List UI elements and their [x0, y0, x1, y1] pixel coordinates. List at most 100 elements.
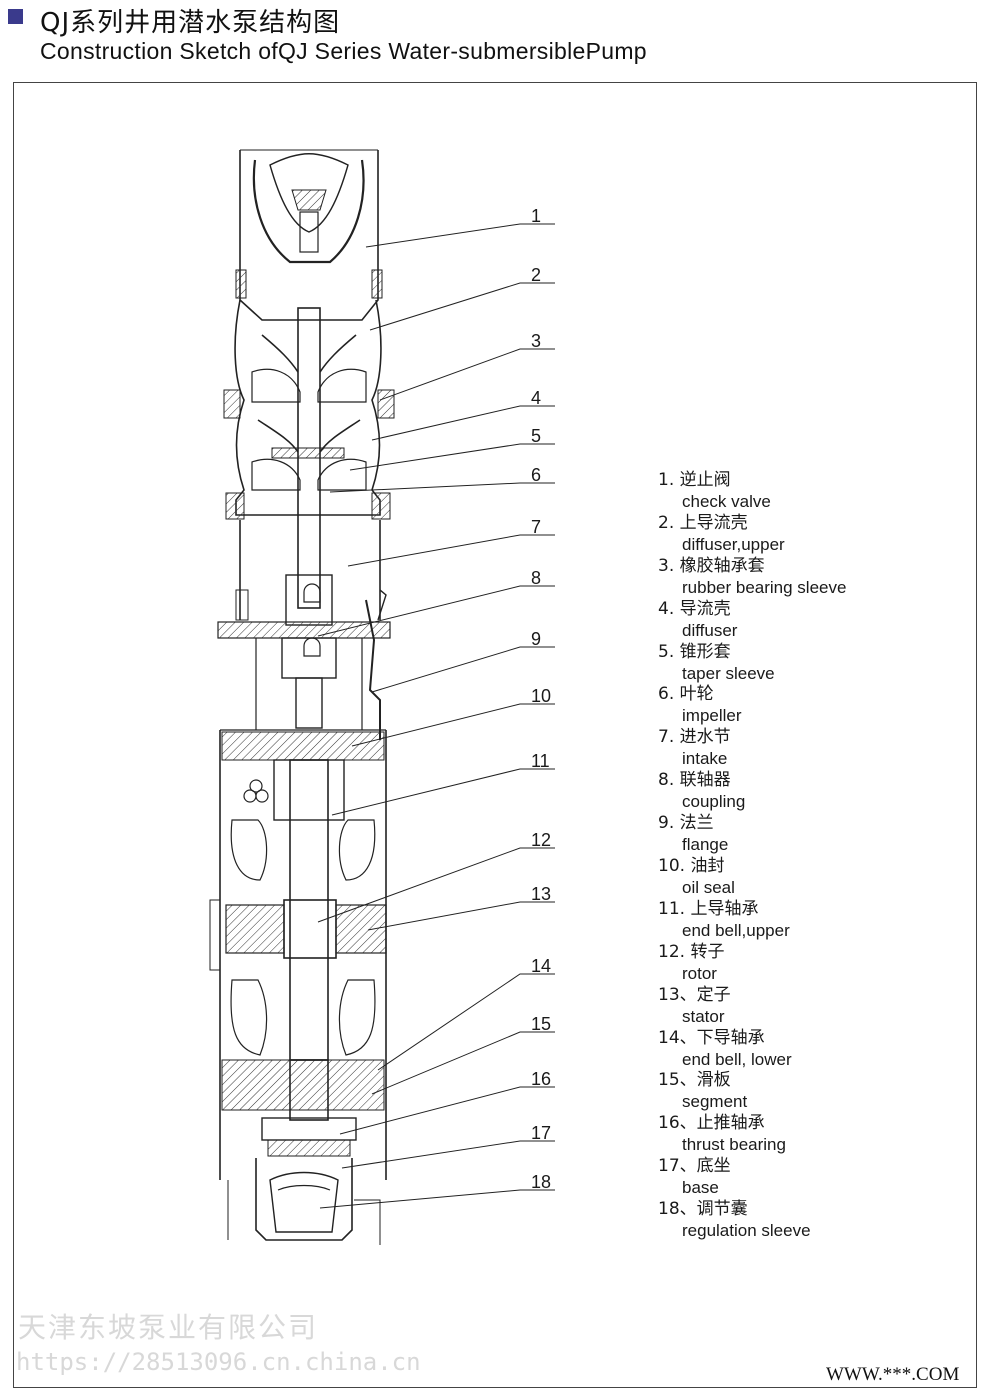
leader-line-3 [379, 348, 555, 401]
motor-housing-part [209, 729, 387, 1180]
legend-cn: 12. 转子 [658, 941, 725, 962]
callout-13: 13 [531, 884, 552, 904]
legend-en: end bell,upper [682, 920, 790, 940]
coupling-flange-part [217, 599, 391, 740]
callout-9: 9 [531, 629, 542, 649]
legend-cn: 1. 逆止阀 [658, 470, 731, 490]
legend-en: rubber bearing sleeve [682, 577, 847, 597]
legend-cn: 7. 进水节 [658, 727, 731, 748]
drawing-frame [13, 82, 977, 1388]
legend-cn: 14、下导轴承 [658, 1027, 765, 1048]
watermark-url: https://28513096.cn.china.cn [16, 1348, 421, 1376]
leader-line-4 [371, 405, 555, 441]
legend-cn: 17、底坐 [658, 1156, 731, 1177]
legend-en: thrust bearing [682, 1135, 786, 1155]
leader-line-9 [371, 646, 555, 693]
legend-en: coupling [682, 792, 746, 812]
base-part [227, 1158, 381, 1245]
leader-line-14 [377, 973, 555, 1071]
legend-en: end bell, lower [682, 1049, 792, 1069]
leader-line-16 [339, 1086, 555, 1135]
leader-line-13 [367, 901, 555, 931]
leader-line-2 [369, 282, 555, 331]
page-subtitle: Construction Sketch ofQJ Series Water-su… [40, 38, 647, 64]
callout-1: 1 [531, 206, 542, 226]
callout-14: 14 [531, 956, 552, 976]
legend-cn: 2. 上导流壳 [658, 512, 748, 533]
legend-cn: 13、定子 [658, 984, 731, 1005]
legend-cn: 11. 上导轴承 [658, 898, 759, 919]
callout-18: 18 [531, 1172, 552, 1192]
legend-en: diffuser [682, 620, 738, 640]
diffuser-stages-part [223, 299, 395, 520]
legend-en: impeller [682, 706, 742, 726]
lower-bearing-part [221, 1059, 385, 1157]
leader-line-6 [329, 482, 555, 493]
leader-line-5 [349, 443, 555, 471]
callout-4: 4 [531, 388, 542, 408]
legend-en: taper sleeve [682, 663, 775, 683]
callout-17: 17 [531, 1123, 552, 1143]
leader-line-18 [319, 1189, 555, 1209]
legend-cn: 10. 油封 [658, 856, 725, 877]
pump-shaft-part [297, 307, 321, 609]
callout-11: 11 [531, 751, 550, 771]
legend-cn: 16、止推轴承 [658, 1113, 765, 1134]
legend-en: intake [682, 749, 728, 769]
legend-cn: 8. 联轴器 [658, 770, 731, 791]
leader-line-12 [317, 847, 555, 923]
callout-2: 2 [531, 265, 542, 285]
callout-5: 5 [531, 426, 542, 446]
leader-line-1 [365, 223, 555, 248]
leader-lines [317, 223, 555, 1209]
legend-en: flange [682, 835, 729, 855]
legend-en: check valve [682, 492, 771, 511]
callout-15: 15 [531, 1014, 552, 1034]
leader-line-8 [317, 585, 555, 637]
legend-cn: 15、滑板 [658, 1070, 731, 1091]
legend-cn: 5. 锥形套 [658, 641, 731, 662]
watermark-company: 天津东坡泵业有限公司 [18, 1311, 319, 1344]
legend-en: diffuser,upper [682, 534, 785, 554]
title-bullet-icon [8, 9, 23, 24]
site-watermark: WWW.***.COM [826, 1364, 960, 1385]
legend-en: oil seal [682, 878, 735, 898]
legend-cn: 9. 法兰 [658, 813, 714, 834]
legend-en: regulation sleeve [682, 1221, 811, 1241]
legend-en: base [682, 1178, 719, 1198]
callout-8: 8 [531, 568, 542, 588]
legend-en: stator [682, 1006, 725, 1026]
legend-en: rotor [682, 963, 717, 983]
legend-cn: 3. 橡胶轴承套 [658, 555, 765, 576]
legend-cn: 6. 叶轮 [658, 684, 714, 705]
callout-12: 12 [531, 830, 552, 850]
leader-line-7 [347, 534, 555, 567]
callout-16: 16 [531, 1069, 552, 1089]
intake-part [235, 520, 387, 626]
callout-7: 7 [531, 517, 542, 537]
leader-line-15 [371, 1031, 555, 1095]
legend-cn: 4. 导流壳 [658, 598, 731, 619]
leader-line-11 [331, 768, 555, 816]
leader-line-17 [341, 1140, 555, 1169]
callout-3: 3 [531, 331, 542, 351]
check-valve-part [235, 149, 383, 321]
